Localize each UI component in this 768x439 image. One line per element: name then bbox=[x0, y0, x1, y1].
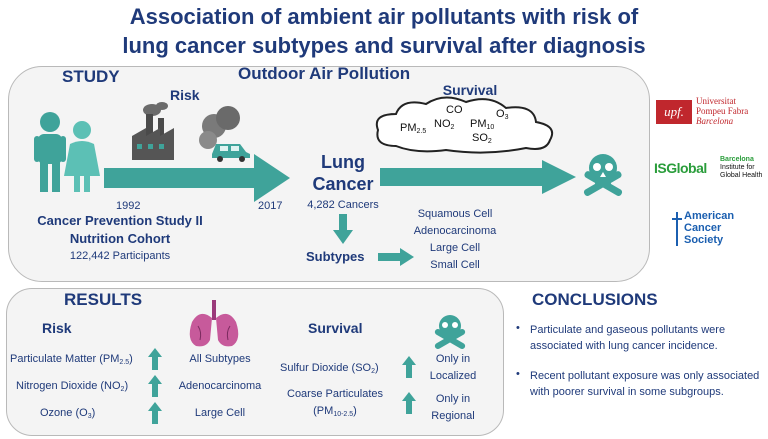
subtype-item: Squamous Cell bbox=[417, 208, 493, 220]
cloud-so2: SO2 bbox=[472, 132, 492, 145]
factory-icon bbox=[132, 102, 174, 160]
skull-crossbones-icon bbox=[434, 315, 466, 349]
title-line-1: Association of ambient air pollutants wi… bbox=[129, 4, 639, 29]
risk-pollutant-no2: Nitrogen Dioxide (NO2) bbox=[16, 380, 129, 393]
conclusions-list: • Particulate and gaseous pollutants wer… bbox=[514, 322, 762, 400]
subtypes-arrow bbox=[378, 248, 414, 266]
survival-outcome-line2: Regional bbox=[431, 410, 475, 422]
results-risk-heading: Risk bbox=[42, 320, 72, 336]
lungs-icon bbox=[189, 300, 239, 347]
up-arrow-icon bbox=[148, 348, 162, 370]
risk-outcome: Large Cell bbox=[194, 407, 246, 419]
cloud-pm25: PM2.5 bbox=[400, 122, 427, 135]
cloud-pm10: PM10 bbox=[470, 118, 495, 131]
people-icon bbox=[34, 112, 100, 192]
cohort-line-1: Cancer Prevention Study II bbox=[37, 213, 203, 228]
survival-pollutant-coarse: Coarse Particulates bbox=[287, 388, 383, 400]
risk-outcome: Adenocarcinoma bbox=[178, 380, 262, 392]
survival-pollutant-so2: Sulfur Dioxide (SO2) bbox=[280, 362, 379, 375]
timeline-arrow bbox=[104, 154, 290, 202]
bullet: • bbox=[516, 322, 520, 334]
results-heading: RESULTS bbox=[64, 290, 143, 309]
year-end: 2017 bbox=[258, 200, 283, 212]
acs-logo: American Cancer Society bbox=[672, 210, 762, 254]
survival-outcome-line1: Only in bbox=[435, 393, 471, 405]
participants-count: 122,442 Participants bbox=[69, 250, 171, 262]
survival-outcome-line2: Localized bbox=[429, 370, 477, 382]
risk-pollutant-pm25: Particulate Matter (PM2.5) bbox=[10, 353, 133, 366]
skull-crossbones-icon bbox=[583, 154, 623, 196]
lung-label: Lung bbox=[321, 152, 365, 172]
survival-label: Survival bbox=[442, 82, 498, 98]
isglobal-text: Barcelona Institute for Global Health bbox=[720, 156, 763, 179]
upf-text: Universitat Pompeu Fabra Barcelona bbox=[696, 96, 749, 126]
subtype-item: Adenocarcinoma bbox=[413, 225, 497, 237]
results-panel bbox=[6, 288, 504, 436]
cloud-no2: NO2 bbox=[434, 118, 455, 131]
upf-logo: upf. Universitat Pompeu Fabra Barcelona bbox=[656, 96, 766, 132]
up-arrow-icon bbox=[148, 402, 162, 424]
car-exhaust-icon bbox=[199, 106, 250, 162]
risk-pollutant-o3: Ozone (O3) bbox=[40, 407, 96, 420]
bullet: • bbox=[516, 368, 520, 380]
cloud-o3: O3 bbox=[496, 108, 509, 121]
subtype-item: Large Cell bbox=[429, 242, 481, 254]
cancer-label: Cancer bbox=[312, 174, 374, 194]
title-line-2: lung cancer subtypes and survival after … bbox=[122, 33, 646, 58]
outdoor-air-pollution-label: Outdoor Air Pollution bbox=[238, 64, 411, 83]
subtypes-label: Subtypes bbox=[306, 249, 365, 264]
pollution-cloud bbox=[375, 96, 554, 154]
study-heading: STUDY bbox=[62, 67, 120, 86]
isglobal-mark: ISGlobal bbox=[654, 160, 707, 176]
survival-arrow bbox=[380, 160, 576, 194]
up-arrow-icon bbox=[402, 356, 416, 378]
acs-text: American Cancer Society bbox=[684, 210, 735, 246]
results-survival-heading: Survival bbox=[308, 320, 363, 336]
cloud-co: CO bbox=[446, 104, 463, 116]
conclusion-item: • Recent pollutant exposure was only ass… bbox=[516, 368, 760, 398]
acs-sword-icon bbox=[672, 212, 682, 246]
risk-outcome: All Subtypes bbox=[189, 353, 251, 365]
survival-outcome-line1: Only in bbox=[435, 353, 471, 365]
cohort-line-2: Nutrition Cohort bbox=[69, 231, 171, 246]
down-arrow bbox=[333, 214, 353, 244]
conclusion-item: • Particulate and gaseous pollutants wer… bbox=[516, 322, 726, 352]
up-arrow-icon bbox=[402, 392, 416, 414]
isglobal-logo: ISGlobal Barcelona Institute for Global … bbox=[654, 156, 766, 186]
survival-pollutant-pm10-25: (PM10-2.5) bbox=[313, 405, 357, 418]
cancers-count: 4,282 Cancers bbox=[307, 199, 379, 211]
up-arrow-icon bbox=[148, 375, 162, 397]
conclusions-heading: CONCLUSIONS bbox=[532, 290, 658, 309]
upf-mark: upf. bbox=[656, 100, 692, 124]
subtype-item: Small Cell bbox=[430, 259, 480, 271]
year-start: 1992 bbox=[116, 200, 141, 212]
risk-label: Risk bbox=[170, 87, 200, 103]
